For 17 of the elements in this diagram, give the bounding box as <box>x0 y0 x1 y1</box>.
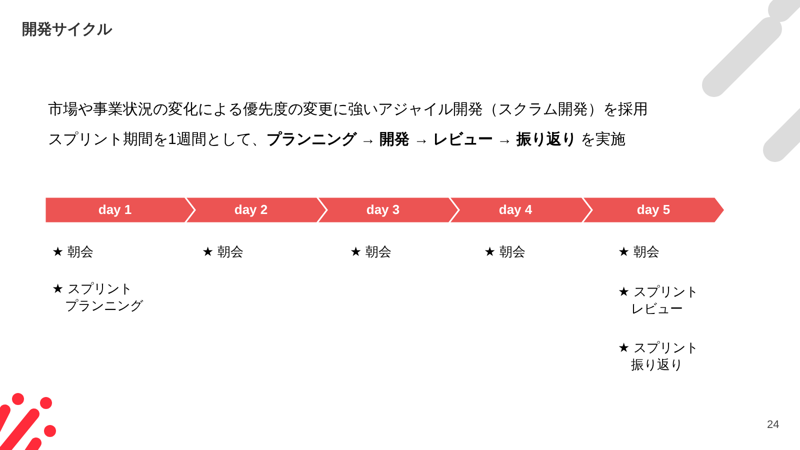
step-label: day 3 <box>366 202 400 217</box>
bullet-item: ★ 朝会 <box>618 243 660 260</box>
step-label: day 5 <box>636 202 670 217</box>
step-label: day 2 <box>234 202 268 217</box>
step-label: day 1 <box>98 202 132 217</box>
slide-title: 開発サイクル <box>22 20 112 39</box>
step-label: day 4 <box>498 202 532 217</box>
bullet-item: ★ スプリントレビュー <box>618 283 700 317</box>
bullet-item: ★ 朝会 <box>350 243 392 260</box>
bullet-item: ★ 朝会 <box>202 243 244 260</box>
bullet-item: ★ 朝会 <box>52 243 94 260</box>
intro-text: スプリント期間を1週間として、プランニング → 開発 → レビュー → 振り返り を実施 <box>48 130 626 149</box>
bullet-item: ★ スプリントプランニング <box>52 280 144 314</box>
bullet-item: ★ スプリント振り返り <box>618 339 700 373</box>
bullet-item: ★ 朝会 <box>484 243 526 260</box>
intro-text: 市場や事業状況の変化による優先度の変更に強いアジャイル開発（スクラム開発）を採用 <box>48 100 648 119</box>
page-number: 24 <box>767 419 780 431</box>
